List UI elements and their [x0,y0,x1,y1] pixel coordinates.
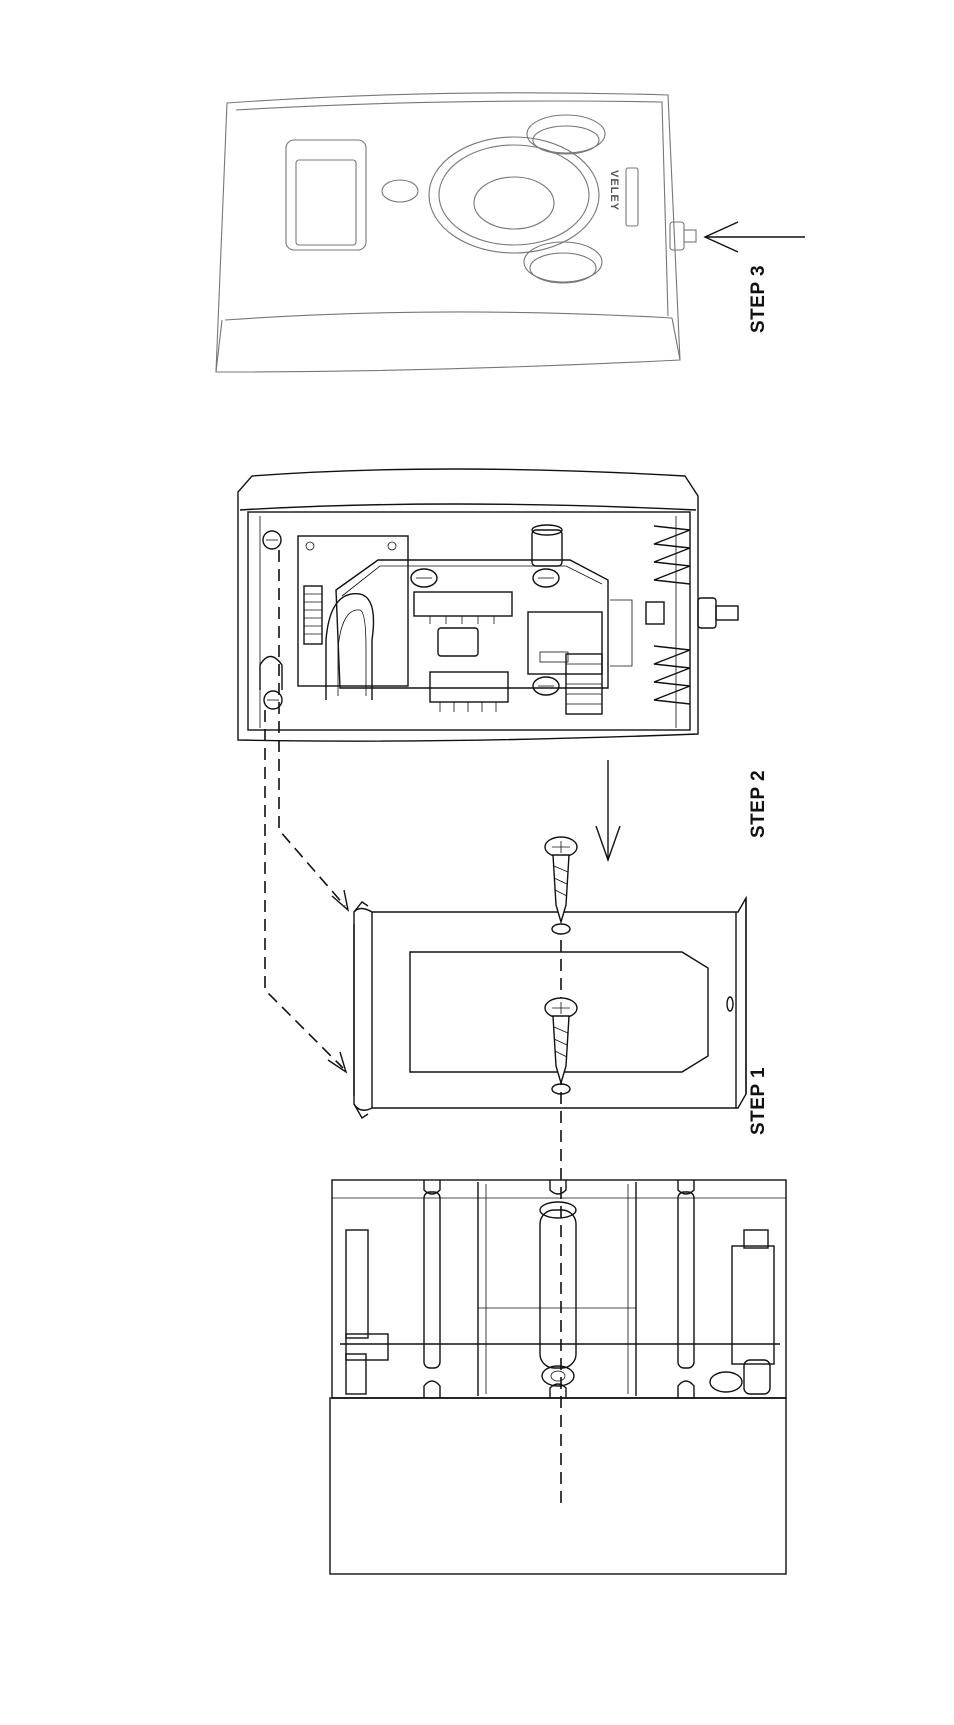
step-1-label: STEP 1 [748,1067,770,1135]
step-3-label: STEP 3 [748,265,770,333]
cover-logo: VELEY [608,170,620,211]
alignment-guides [265,550,561,1510]
front-cover [216,93,805,372]
mounting-plate [354,837,746,1118]
step-2-label: STEP 2 [748,770,770,838]
main-unit [238,469,738,860]
back-box [330,1180,786,1574]
